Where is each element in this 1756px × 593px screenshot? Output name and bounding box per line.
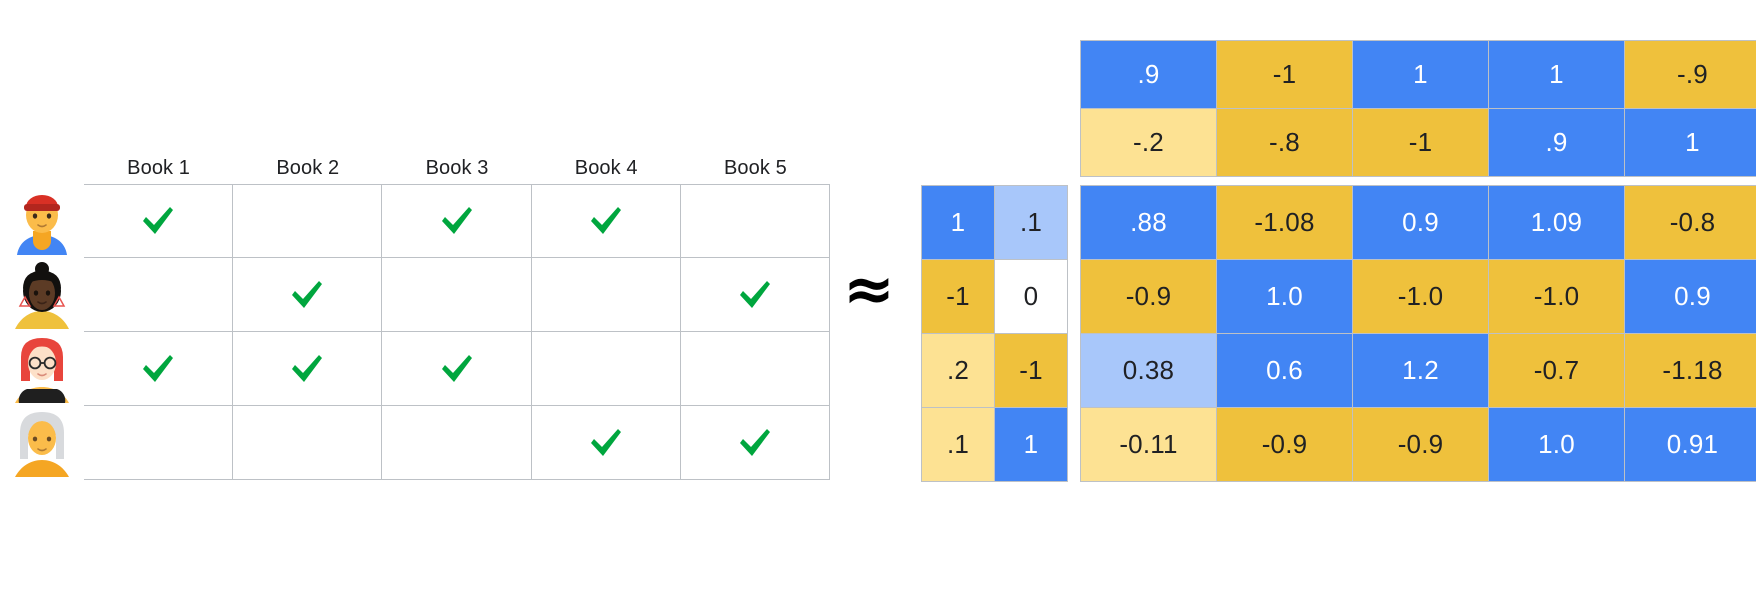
item-embedding-matrix-cell-r1-c1: .9 — [1081, 41, 1217, 109]
reconstructed-ratings-matrix-cell-r2-c1: -0.9 — [1081, 260, 1217, 334]
rating-cell-r1-c1[interactable] — [84, 184, 234, 258]
checkmark-icon — [589, 427, 623, 459]
item-embedding-matrix-cell-r2-c5: 1 — [1625, 109, 1756, 177]
reconstructed-ratings-matrix-cell-r3-c5: -1.18 — [1625, 334, 1756, 408]
reconstructed-ratings-matrix-cell-r2-c3: -1.0 — [1353, 260, 1489, 334]
rating-cell-r1-c2[interactable] — [233, 184, 383, 258]
rating-cell-r4-c3[interactable] — [382, 406, 532, 480]
user-embedding-matrix-cell-r1-c2: .1 — [995, 186, 1068, 260]
rating-cell-r3-c4[interactable] — [531, 332, 681, 406]
checkmark-icon — [589, 205, 623, 237]
rating-cell-r2-c3[interactable] — [382, 258, 532, 332]
reconstructed-ratings-matrix-cell-r1-c5: -0.8 — [1625, 186, 1756, 260]
checkmark-icon — [290, 279, 324, 311]
table-row — [0, 258, 831, 332]
item-embedding-matrix-cell-r2-c2: -.8 — [1217, 109, 1353, 177]
user-embedding-matrix-cell-r3-c2: -1 — [995, 334, 1068, 408]
user-embedding-matrix-cell-r1-c1: 1 — [922, 186, 995, 260]
rating-cell-r4-c5[interactable] — [680, 406, 831, 480]
rating-cell-r1-c5[interactable] — [680, 184, 831, 258]
avatar — [11, 261, 73, 329]
item-embedding-matrix-cell-r1-c5: -.9 — [1625, 41, 1756, 109]
user-embedding-matrix-cell-r4-c1: .1 — [922, 408, 995, 482]
avatar — [11, 409, 73, 477]
ratings-table-body — [0, 184, 831, 480]
avatar-person-red-hair-glasses — [0, 332, 84, 406]
checkmark-icon — [440, 353, 474, 385]
checkmark-icon — [141, 353, 175, 385]
user-embedding-matrix-cell-r3-c1: .2 — [922, 334, 995, 408]
item-embedding-matrix-cell-r1-c4: 1 — [1489, 41, 1625, 109]
avatar-person-red-beanie-blue-shirt — [0, 184, 84, 258]
reconstructed-ratings-matrix-cell-r4-c2: -0.9 — [1217, 408, 1353, 482]
rating-cell-r1-c4[interactable] — [531, 184, 681, 258]
reconstructed-ratings-matrix-cell-r1-c3: 0.9 — [1353, 186, 1489, 260]
rating-cell-r2-c2[interactable] — [233, 258, 383, 332]
avatar — [11, 335, 73, 403]
reconstructed-ratings-matrix-cell-r3-c3: 1.2 — [1353, 334, 1489, 408]
avatar-person-gray-hair-yellow-top — [0, 406, 84, 480]
column-header-book-1: Book 1 — [127, 157, 191, 179]
item-embedding-matrix-cell-r1-c3: 1 — [1353, 41, 1489, 109]
rating-cell-r4-c1[interactable] — [84, 406, 234, 480]
table-row — [0, 332, 831, 406]
reconstructed-ratings-matrix-cell-r4-c4: 1.0 — [1489, 408, 1625, 482]
table-row — [0, 406, 831, 480]
avatar-person-black-bun-yellow-top — [0, 258, 84, 332]
reconstructed-ratings-matrix-cell-r3-c1: 0.38 — [1081, 334, 1217, 408]
column-header-book-3: Book 3 — [425, 157, 489, 179]
rating-cell-r1-c3[interactable] — [382, 184, 532, 258]
rating-cell-r2-c4[interactable] — [531, 258, 681, 332]
rating-cell-r3-c5[interactable] — [680, 332, 831, 406]
checkmark-icon — [141, 205, 175, 237]
item-embedding-matrix-cell-r2-c1: -.2 — [1081, 109, 1217, 177]
reconstructed-ratings-matrix-cell-r4-c3: -0.9 — [1353, 408, 1489, 482]
checkmark-icon — [440, 205, 474, 237]
rating-cell-r4-c2[interactable] — [233, 406, 383, 480]
column-header-book-4: Book 4 — [574, 157, 638, 179]
user-embedding-matrix-cell-r2-c2: 0 — [995, 260, 1068, 334]
reconstructed-ratings-matrix-cell-r3-c4: -0.7 — [1489, 334, 1625, 408]
avatar — [11, 187, 73, 255]
table-row — [0, 184, 831, 258]
reconstructed-ratings-matrix-cell-r3-c2: 0.6 — [1217, 334, 1353, 408]
rating-cell-r3-c2[interactable] — [233, 332, 383, 406]
reconstructed-ratings-matrix-cell-r1-c4: 1.09 — [1489, 186, 1625, 260]
checkmark-icon — [738, 427, 772, 459]
item-embedding-matrix-cell-r2-c3: -1 — [1353, 109, 1489, 177]
item-embedding-matrix-cell-r1-c2: -1 — [1217, 41, 1353, 109]
rating-cell-r4-c4[interactable] — [531, 406, 681, 480]
reconstructed-ratings-matrix-cell-r1-c1: .88 — [1081, 186, 1217, 260]
rating-cell-r3-c3[interactable] — [382, 332, 532, 406]
reconstructed-ratings-matrix-cell-r2-c5: 0.9 — [1625, 260, 1756, 334]
ratings-table: Book 1 Book 2 Book 3 Book 4 Book 5 — [0, 140, 831, 480]
column-header-book-5: Book 5 — [723, 157, 787, 179]
item-embedding-matrix-cell-r2-c4: .9 — [1489, 109, 1625, 177]
user-embedding-matrix-cell-r2-c1: -1 — [922, 260, 995, 334]
reconstructed-ratings-matrix-cell-r2-c2: 1.0 — [1217, 260, 1353, 334]
user-embedding-matrix-cell-r4-c2: 1 — [995, 408, 1068, 482]
rating-cell-r2-c1[interactable] — [84, 258, 234, 332]
reconstructed-ratings-matrix-cell-r4-c1: -0.11 — [1081, 408, 1217, 482]
reconstructed-ratings-matrix-cell-r4-c5: 0.91 — [1625, 408, 1756, 482]
approximately-equal-symbol: ≈ — [843, 252, 895, 325]
column-header-book-2: Book 2 — [276, 157, 340, 179]
rating-cell-r3-c1[interactable] — [84, 332, 234, 406]
reconstructed-ratings-matrix-cell-r1-c2: -1.08 — [1217, 186, 1353, 260]
rating-cell-r2-c5[interactable] — [680, 258, 831, 332]
checkmark-icon — [290, 353, 324, 385]
ratings-table-header-row: Book 1 Book 2 Book 3 Book 4 Book 5 — [0, 140, 830, 184]
reconstructed-ratings-matrix-cell-r2-c4: -1.0 — [1489, 260, 1625, 334]
checkmark-icon — [738, 279, 772, 311]
